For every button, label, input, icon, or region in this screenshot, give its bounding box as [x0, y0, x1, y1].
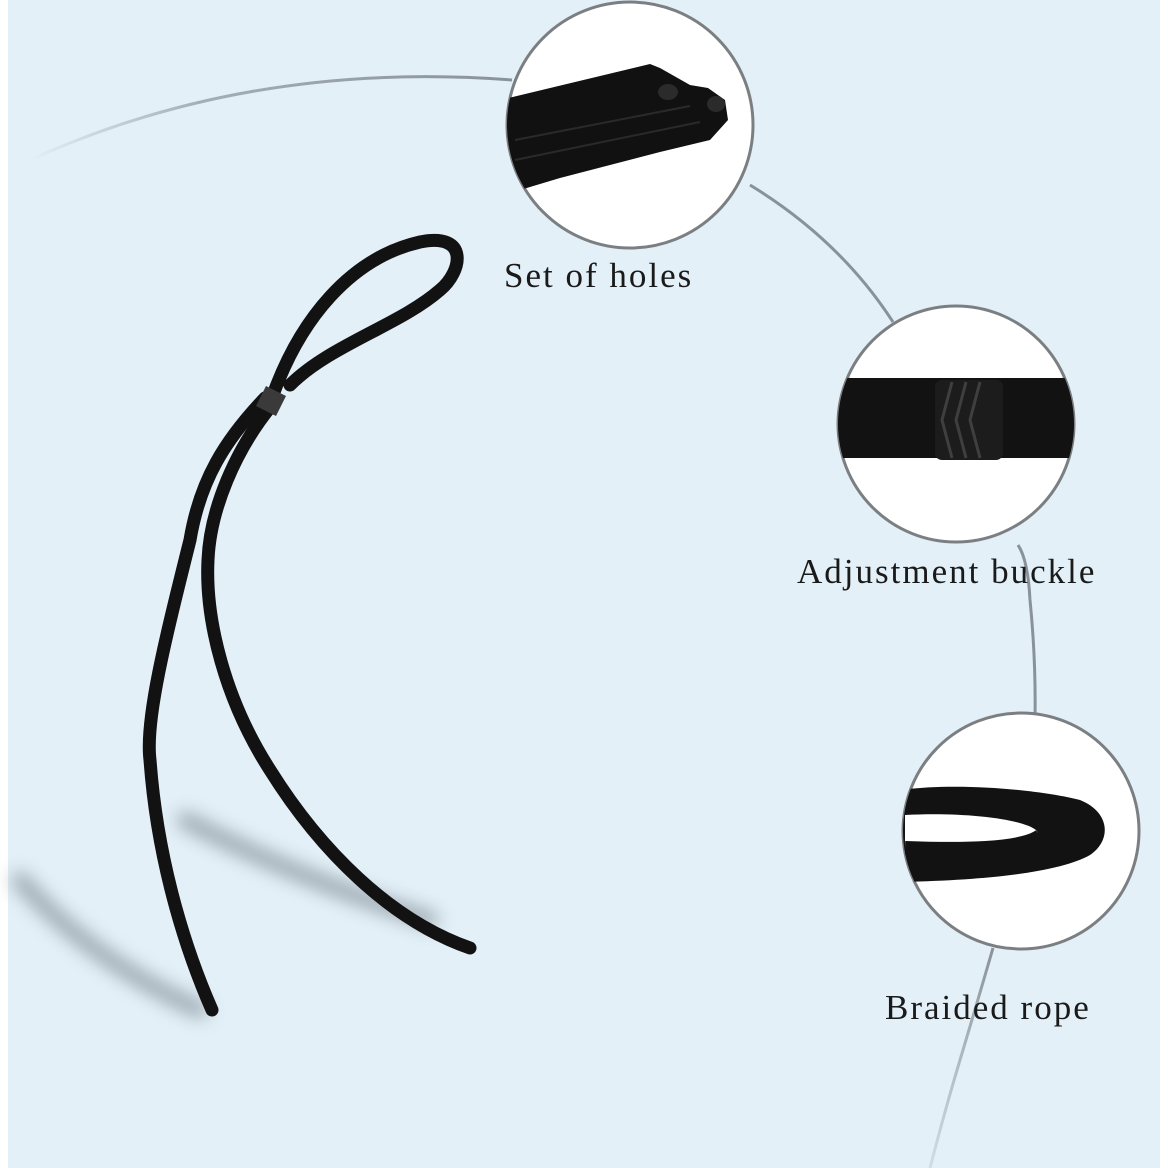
left-border — [0, 0, 8, 1168]
cord-strap — [142, 233, 477, 1017]
cord-shadow — [12, 812, 438, 1018]
callout-label-holes: Set of holes — [504, 256, 694, 295]
callout-label-rope: Braided rope — [885, 988, 1091, 1027]
connector-arc — [29, 75, 1037, 1168]
cord-sleeve — [256, 386, 286, 416]
callout-buckle — [836, 304, 1076, 544]
callout-rope — [901, 711, 1141, 951]
callout-holes — [505, 0, 755, 250]
right-border — [1160, 0, 1168, 1168]
callout-label-buckle: Adjustment buckle — [797, 552, 1097, 591]
